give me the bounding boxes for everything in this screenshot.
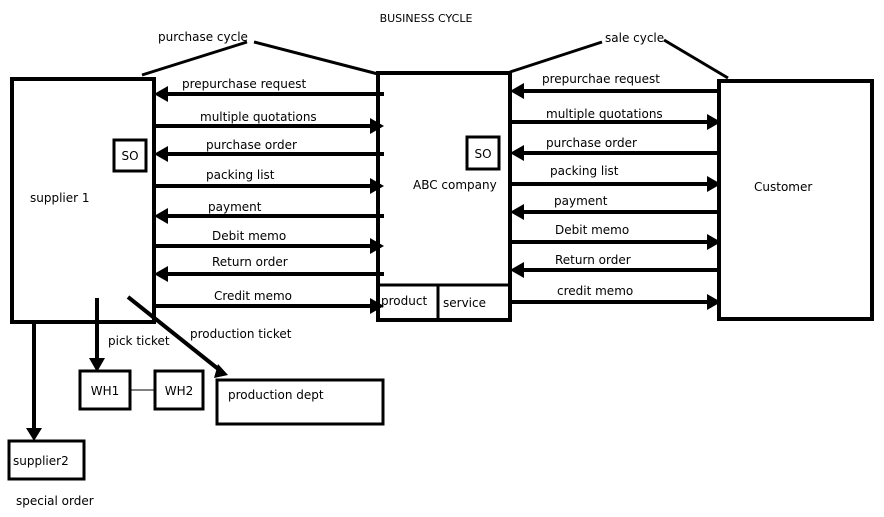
purchase-flow-label-0: prepurchase request xyxy=(182,77,306,91)
purchase-flow-arrowhead-6 xyxy=(154,266,168,282)
supplier1-label: supplier 1 xyxy=(30,191,90,205)
purchase-flow-arrowhead-7 xyxy=(370,298,384,314)
so-left-label: SO xyxy=(121,149,138,163)
customer-box xyxy=(717,79,874,321)
supplier2-box xyxy=(7,439,86,481)
pick-ticket-label: pick ticket xyxy=(108,334,170,348)
sale-flow-5: Debit memo xyxy=(510,223,721,250)
purchase-flow-label-6: Return order xyxy=(212,255,288,269)
so-mid-label: SO xyxy=(474,147,491,161)
supplier2-label: supplier2 xyxy=(13,454,69,468)
production-dept-label: production dept xyxy=(228,388,324,402)
special-order-label: special order xyxy=(16,494,94,508)
purchase-flows: prepurchase request multiple quotations pu… xyxy=(154,77,384,314)
sale-flow-arrowhead-7 xyxy=(707,294,721,310)
production-ticket-label: production ticket xyxy=(190,327,292,341)
sale-flow-label-7: credit memo xyxy=(557,284,633,298)
sale-flow-label-5: Debit memo xyxy=(555,223,629,237)
purchase-flow-label-7: Credit memo xyxy=(214,289,292,303)
purchase-flow-arrowhead-1 xyxy=(370,118,384,134)
sale-flow-arrowhead-2 xyxy=(510,145,524,161)
purchase-flow-2: purchase order xyxy=(154,138,384,162)
production-ticket-arrow xyxy=(126,295,228,378)
purchase-flow-label-5: Debit memo xyxy=(212,229,286,243)
sale-flow-label-0: prepurchae request xyxy=(542,72,660,86)
sale-flow-0: prepurchae request xyxy=(510,72,721,99)
purchase-flow-arrowhead-2 xyxy=(154,146,168,162)
sale-flow-arrowhead-6 xyxy=(510,262,524,278)
so-mid-box xyxy=(465,135,501,171)
sale-flow-3: packing list xyxy=(510,164,721,192)
purchase-flow-arrowhead-0 xyxy=(154,86,168,102)
purchase-cycle-label: purchase cycle xyxy=(158,30,248,44)
customer-label: Customer xyxy=(754,180,812,194)
purchase-flow-arrowhead-3 xyxy=(370,178,384,194)
wh1-label: WH1 xyxy=(91,384,120,398)
so-left-box xyxy=(112,138,148,173)
wh2-label: WH2 xyxy=(165,384,194,398)
production-dept-box xyxy=(215,378,385,426)
abc-company-label: ABC company xyxy=(413,178,497,192)
sale-flow-label-1: multiple quotations xyxy=(546,107,663,121)
purchase-flow-1: multiple quotations xyxy=(154,110,384,134)
purchase-flow-6: Return order xyxy=(154,255,384,282)
sale-cycle-label: sale cycle xyxy=(605,31,664,45)
purchase-flow-label-4: payment xyxy=(208,200,262,214)
sale-flow-4: payment xyxy=(510,194,721,220)
service-label: service xyxy=(443,296,486,310)
sale-flow-arrowhead-1 xyxy=(707,114,721,130)
purchase-flow-0: prepurchase request xyxy=(154,77,384,102)
purchase-flow-label-1: multiple quotations xyxy=(200,110,317,124)
purchase-flow-label-3: packing list xyxy=(206,168,275,182)
sale-cycle-roof xyxy=(509,38,729,80)
sale-flow-6: Return order xyxy=(510,253,721,278)
sale-flow-label-3: packing list xyxy=(550,164,619,178)
sale-flow-label-6: Return order xyxy=(555,253,631,267)
sale-flow-arrowhead-3 xyxy=(707,176,721,192)
sale-flow-arrowhead-5 xyxy=(707,234,721,250)
wh2-box xyxy=(153,369,205,411)
purchase-flow-4: payment xyxy=(154,200,384,224)
special-order-arrow xyxy=(26,322,42,441)
purchase-flow-arrowhead-4 xyxy=(154,208,168,224)
sale-flow-arrowhead-4 xyxy=(510,204,524,220)
sale-flow-7: credit memo xyxy=(510,284,721,310)
purchase-cycle-roof xyxy=(141,40,379,77)
pick-ticket-arrow xyxy=(89,298,105,372)
purchase-flow-3: packing list xyxy=(154,168,384,194)
purchase-flow-label-2: purchase order xyxy=(206,138,297,152)
sale-flow-label-4: payment xyxy=(554,194,608,208)
purchase-flow-7: Credit memo xyxy=(154,289,384,314)
sale-flow-arrowhead-0 xyxy=(510,83,524,99)
abc-company-box xyxy=(376,71,512,322)
product-label: product xyxy=(381,294,427,308)
sale-flows: prepurchae request multiple quotations pur… xyxy=(510,72,721,310)
sale-flow-label-2: purchase order xyxy=(546,136,637,150)
purchase-flow-5: Debit memo xyxy=(154,229,384,254)
sale-flow-2: purchase order xyxy=(510,136,721,161)
purchase-flow-arrowhead-5 xyxy=(370,238,384,254)
sale-flow-1: multiple quotations xyxy=(510,107,721,130)
supplier1-box xyxy=(10,77,156,324)
diagram-title: BUSINESS CYCLE xyxy=(380,12,473,25)
